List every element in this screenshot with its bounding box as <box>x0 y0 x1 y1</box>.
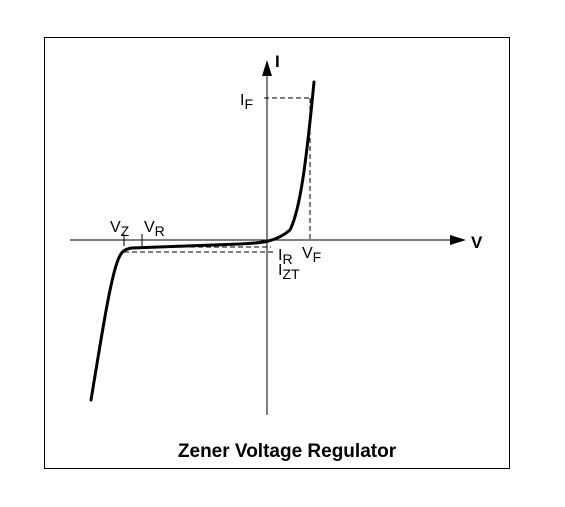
diagram-caption: Zener Voltage Regulator <box>178 441 397 462</box>
voltage-axis-arrowhead <box>450 235 466 245</box>
vr-label-sub: R <box>155 223 165 239</box>
if-label-sub: F <box>244 96 253 112</box>
voltage-axis-label: V <box>471 233 483 252</box>
vr-label-main: V <box>144 219 155 236</box>
ir-label: IR <box>278 247 293 267</box>
ir-label-main: I <box>278 247 282 264</box>
izt-label-main: I <box>278 262 282 279</box>
vz-label-main: V <box>110 219 121 236</box>
vr-label: VR <box>144 219 165 239</box>
if-label-main: I <box>240 92 244 109</box>
current-axis-arrowhead <box>262 60 272 76</box>
current-axis-label: I <box>275 52 280 71</box>
vz-label: VZ <box>110 219 130 239</box>
vz-label-sub: Z <box>121 223 130 239</box>
zener-characteristic-curve <box>89 80 316 402</box>
vf-label-sub: F <box>313 249 322 265</box>
vf-label-main: V <box>302 245 313 262</box>
ir-label-sub: R <box>282 251 292 267</box>
if-label: IF <box>240 92 253 112</box>
izt-label: IZT <box>278 262 300 282</box>
izt-label-sub: ZT <box>282 266 300 282</box>
figure-frame <box>44 37 510 469</box>
vf-label: VF <box>302 245 321 265</box>
